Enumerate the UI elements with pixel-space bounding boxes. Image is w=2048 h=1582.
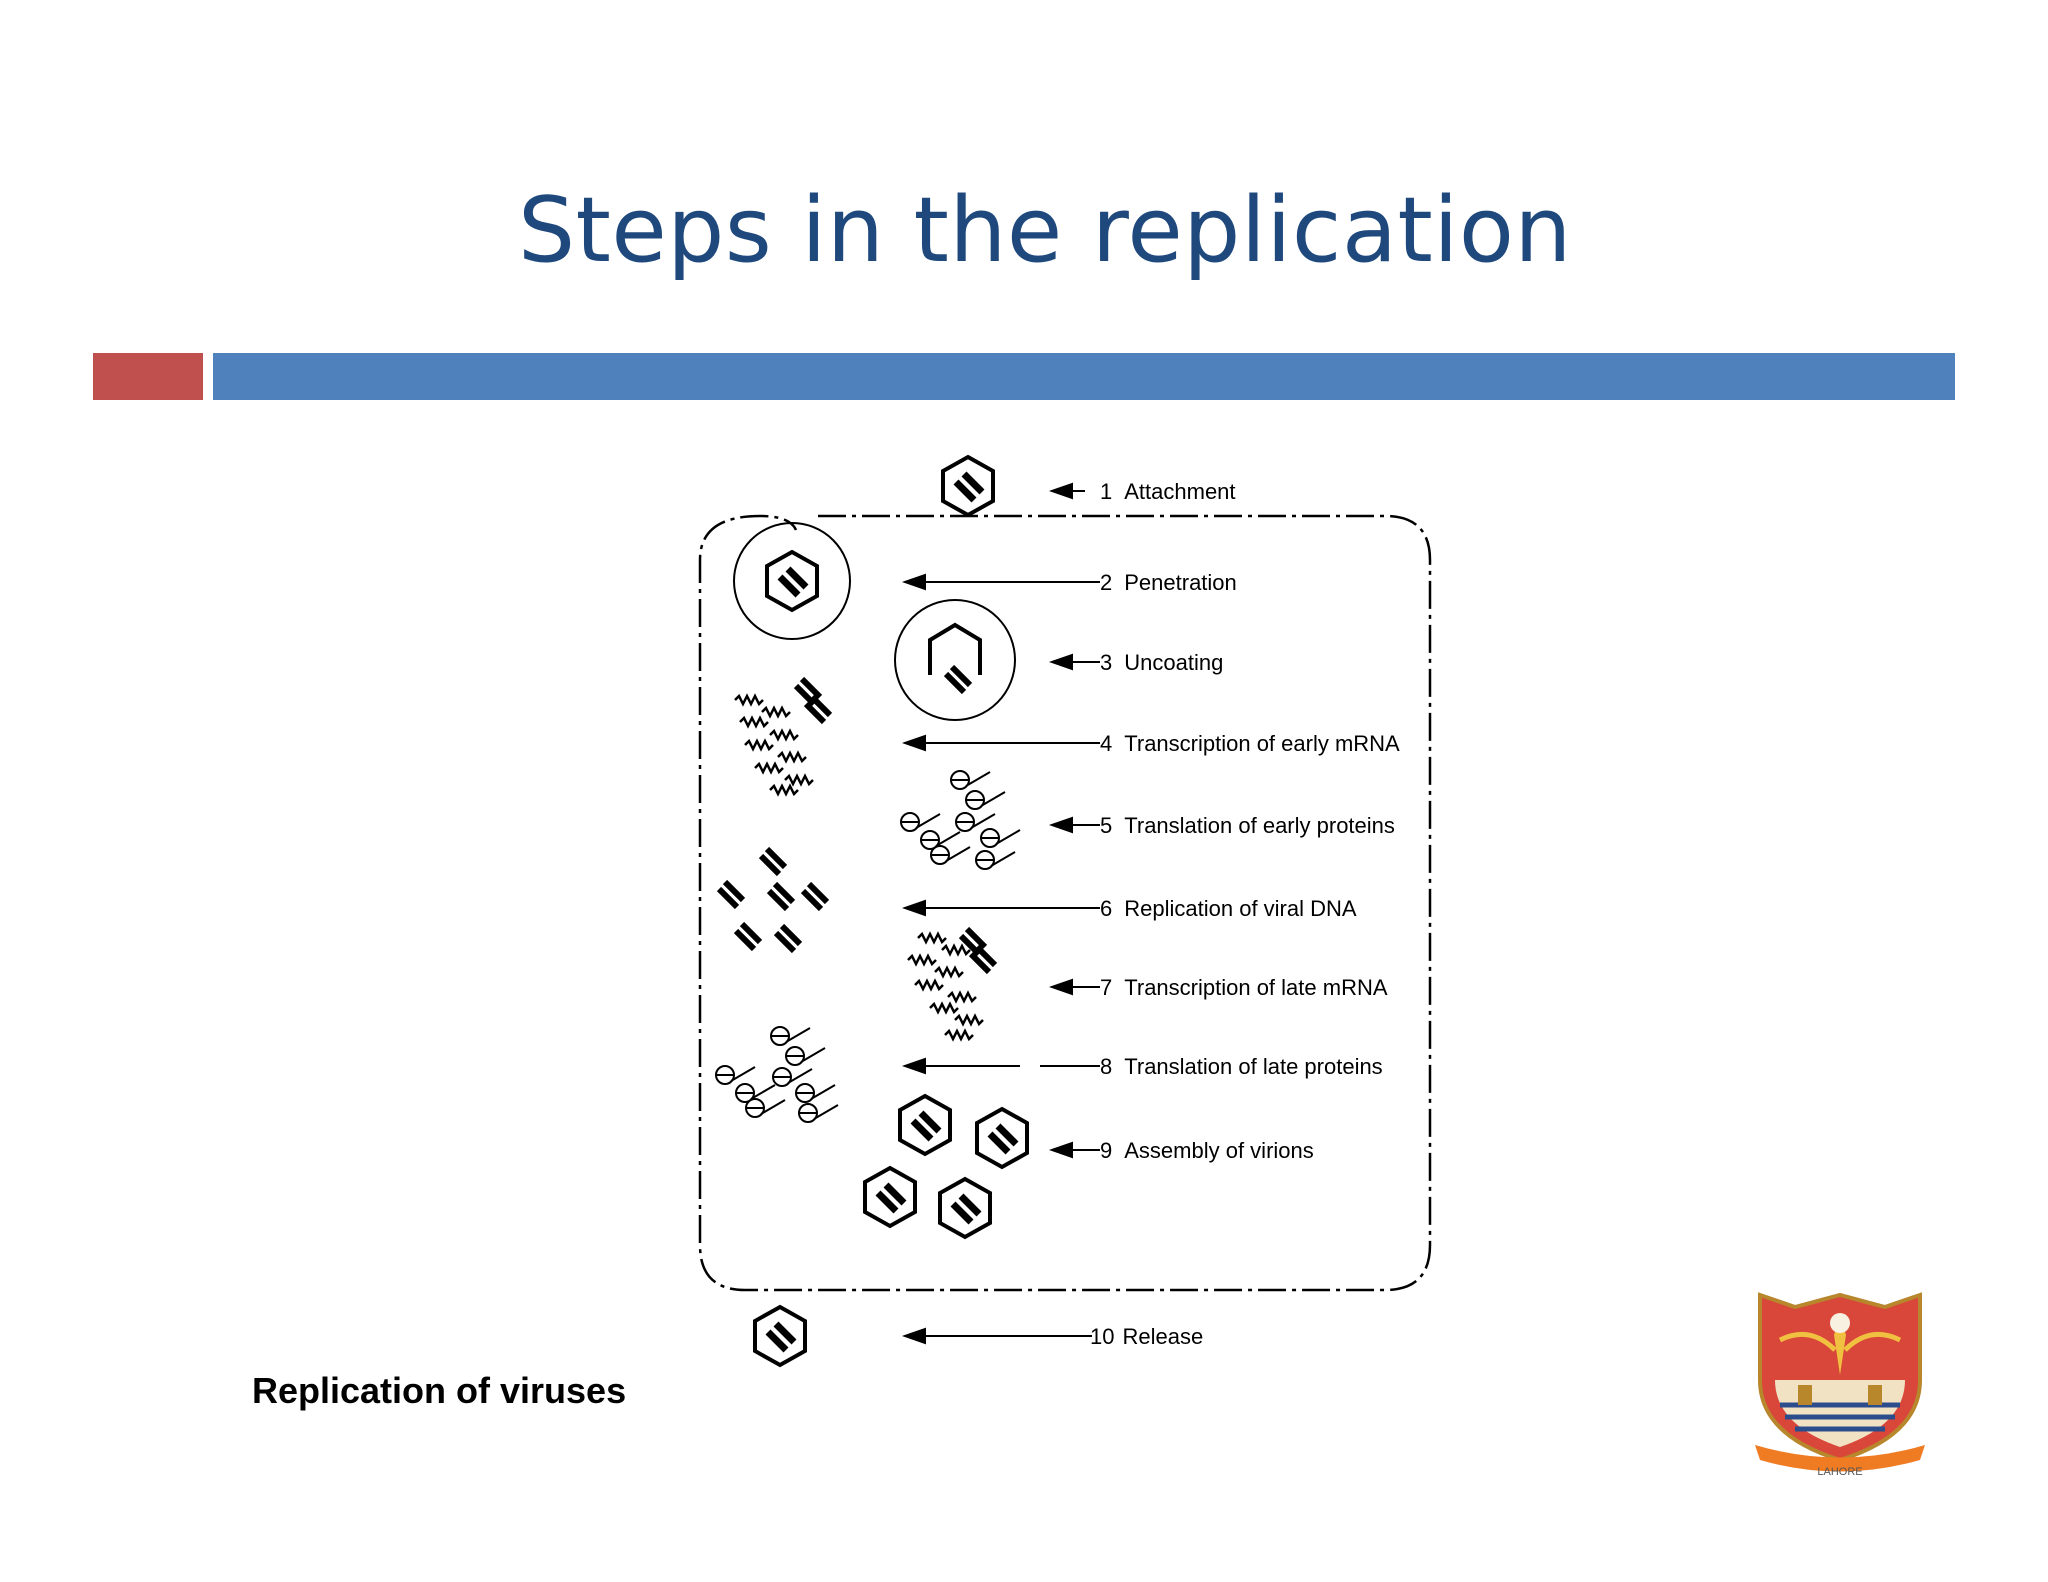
virus-penetration-icon (767, 552, 817, 610)
college-crest-icon: LAHORE (1755, 1292, 1925, 1478)
virus-attached-icon (943, 457, 993, 515)
crest-city-text: LAHORE (1817, 1466, 1862, 1478)
accent-bar-red (93, 353, 203, 400)
virus-released-icon (755, 1307, 805, 1365)
step-arrows (901, 482, 1100, 1345)
uncoating-vesicle (894, 599, 1016, 721)
cell-membrane (698, 514, 1432, 1292)
slide-title: Steps in the replication (518, 178, 1572, 283)
figure-caption: Replication of viruses (252, 1370, 627, 1411)
assembled-virions-icon (865, 1096, 1027, 1237)
accent-bar-blue (213, 353, 1955, 400)
early-mrna-icon (733, 679, 830, 796)
late-protein-icon (715, 1026, 839, 1123)
late-mrna-icon (906, 929, 995, 1041)
replicated-dna-icon (719, 849, 827, 951)
early-protein-icon (900, 770, 1021, 870)
capsid-open-icon (928, 622, 982, 675)
endosome-circle (733, 522, 851, 640)
